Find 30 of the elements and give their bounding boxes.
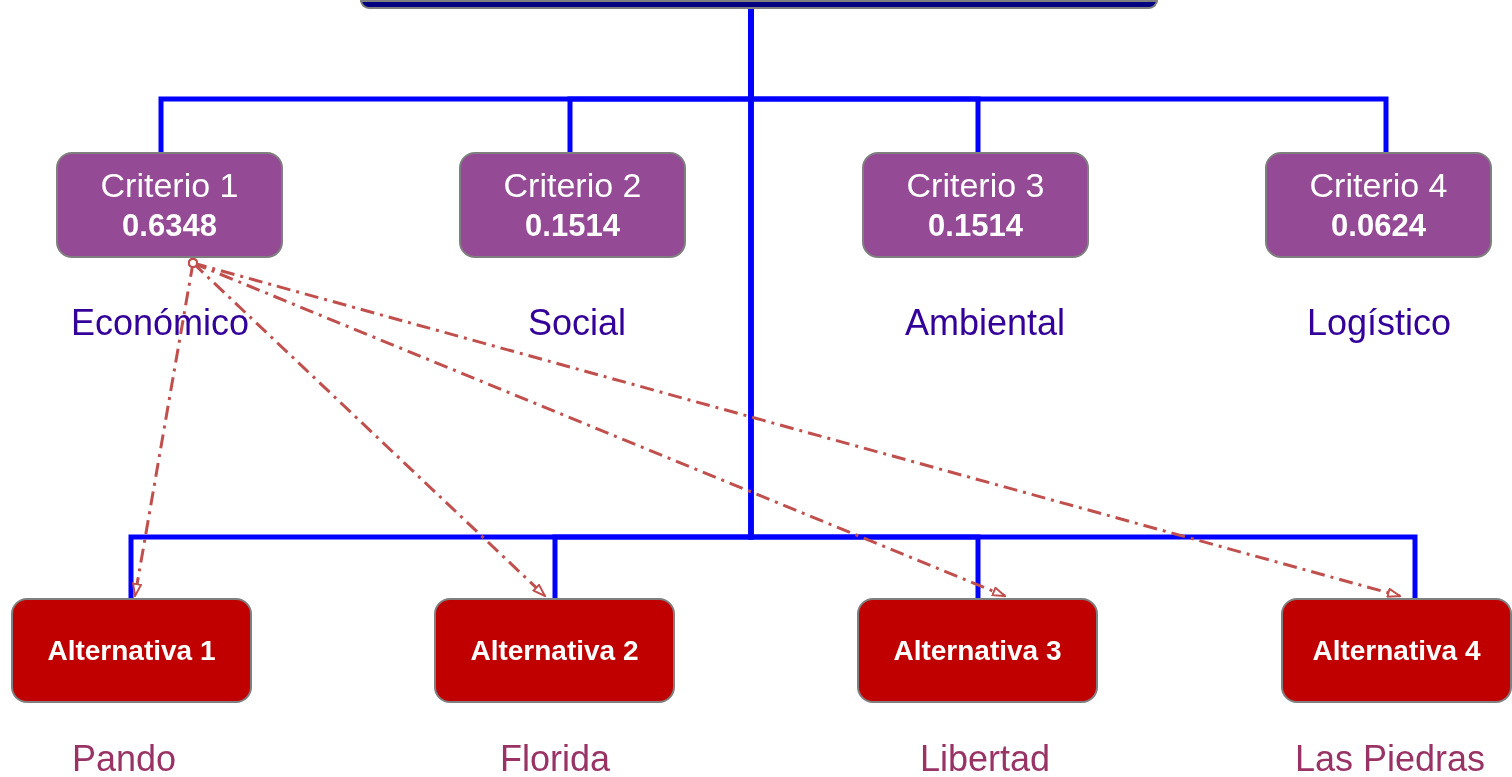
criterion-box — [459, 152, 686, 258]
criterion-box — [862, 152, 1089, 258]
alternative-name: Alternativa 3 — [893, 634, 1062, 668]
criterion-name: Criterio 3 — [906, 165, 1045, 207]
criterion-weight: 0.1514 — [525, 206, 620, 245]
location-label: Florida — [498, 737, 611, 777]
dash-dot-arrow — [188, 258, 1401, 598]
location-label: Las Piedras — [1293, 737, 1487, 777]
alternative-box — [434, 598, 675, 703]
alternative-box — [1281, 598, 1512, 703]
alternative-name: Alternativa 2 — [470, 634, 639, 668]
location-label: Pando — [70, 737, 178, 777]
location-label: Libertad — [918, 737, 1052, 777]
criterion-weight: 0.0624 — [1331, 206, 1426, 245]
alternative-name: Alternativa 4 — [1312, 634, 1481, 668]
alternative-box — [11, 598, 252, 703]
goal-box — [360, 0, 1158, 9]
criterion-weight: 0.1514 — [928, 206, 1023, 245]
criterion-name: Criterio 1 — [100, 165, 239, 207]
criterion-name: Criterio 4 — [1309, 165, 1448, 207]
criterion-label: Económico — [69, 301, 251, 345]
criterion-label: Logístico — [1305, 301, 1453, 345]
criterion-box — [56, 152, 283, 258]
criterion-box — [1265, 152, 1492, 258]
criterion-weight: 0.6348 — [122, 206, 217, 245]
criterion-label: Ambiental — [903, 301, 1067, 345]
criterion-name: Criterio 2 — [503, 165, 642, 207]
alternative-box — [857, 598, 1098, 703]
alternative-name: Alternativa 1 — [47, 634, 216, 668]
criterion-label: Social — [526, 301, 628, 345]
